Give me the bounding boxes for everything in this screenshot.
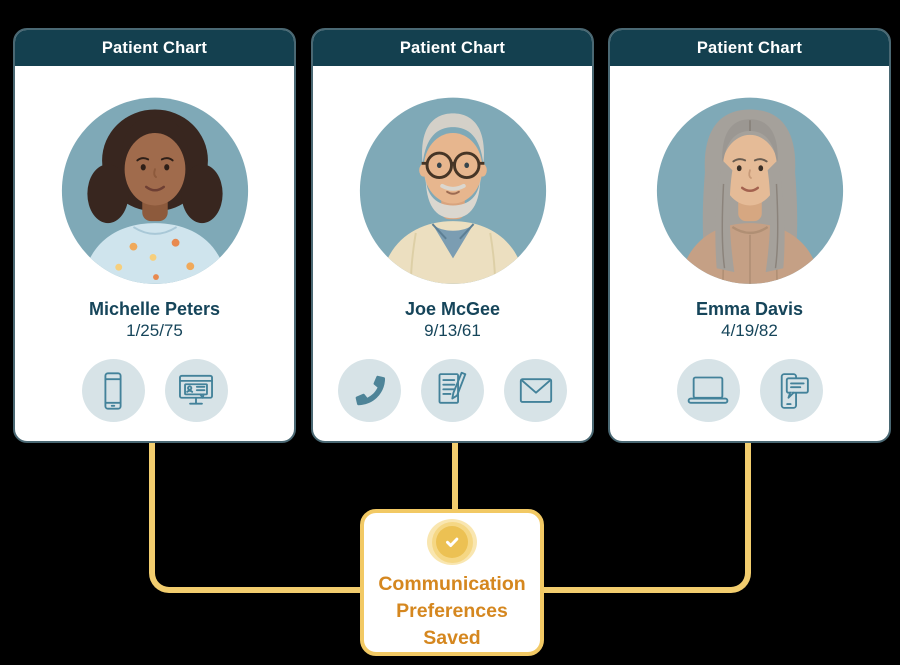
check-circle-icon bbox=[427, 519, 477, 565]
card-header: Patient Chart bbox=[15, 30, 294, 66]
patient-card-joe: Patient Chart bbox=[311, 28, 594, 443]
card-header: Patient Chart bbox=[610, 30, 889, 66]
patient-photo bbox=[57, 74, 253, 286]
confirmation-line-2: Preferences bbox=[396, 600, 508, 622]
patient-dob: 1/25/75 bbox=[126, 321, 183, 340]
card-header: Patient Chart bbox=[313, 30, 592, 66]
patient-name: Emma Davis bbox=[695, 299, 804, 319]
patient-dob: 9/13/61 bbox=[424, 321, 481, 340]
connector-left-line bbox=[149, 441, 364, 593]
patient-photo bbox=[355, 74, 551, 286]
email-envelope-icon bbox=[519, 377, 552, 403]
communication-preference-icons bbox=[15, 359, 294, 422]
older-man-glasses-portrait bbox=[359, 97, 546, 284]
woman-long-gray-hair-portrait bbox=[656, 97, 843, 284]
computer-portal-icon-chip bbox=[164, 359, 228, 422]
phone-call-icon-chip bbox=[338, 359, 401, 422]
card-header-title: Patient Chart bbox=[101, 38, 208, 57]
checkmark-icon bbox=[446, 537, 459, 548]
computer-portal-icon bbox=[179, 374, 213, 405]
card-header-title: Patient Chart bbox=[399, 38, 506, 57]
form-signature-icon bbox=[438, 371, 466, 404]
confirmation-message: Communication Preferences Saved bbox=[378, 571, 525, 652]
confirmation-box: Communication Preferences Saved bbox=[360, 509, 544, 656]
communication-preference-icons bbox=[313, 359, 592, 422]
woman-dark-curly-hair-portrait bbox=[61, 97, 248, 284]
confirmation-line-1: Communication bbox=[378, 573, 526, 595]
patient-card-emma: Patient Chart bbox=[608, 28, 891, 443]
patient-photo bbox=[652, 74, 848, 286]
email-envelope-icon-chip bbox=[504, 359, 567, 422]
smartphone-icon bbox=[104, 371, 122, 410]
patient-dob: 4/19/82 bbox=[721, 321, 778, 340]
connector-middle-line bbox=[452, 441, 458, 511]
text-message-icon-chip bbox=[759, 359, 823, 422]
text-message-icon bbox=[780, 372, 809, 409]
connector-right-line bbox=[544, 441, 751, 593]
card-header-title: Patient Chart bbox=[696, 38, 803, 57]
confirmation-line-3: Saved bbox=[423, 627, 481, 649]
patient-card-michelle: Patient Chart bbox=[13, 28, 296, 443]
communication-preference-icons bbox=[610, 359, 889, 422]
laptop-icon-chip bbox=[676, 359, 740, 422]
patient-name: Michelle Peters bbox=[88, 299, 221, 319]
smartphone-icon-chip bbox=[81, 359, 145, 422]
laptop-icon bbox=[687, 376, 729, 404]
form-signature-icon-chip bbox=[421, 359, 484, 422]
phone-call-icon bbox=[355, 375, 385, 405]
patient-name: Joe McGee bbox=[404, 299, 501, 319]
